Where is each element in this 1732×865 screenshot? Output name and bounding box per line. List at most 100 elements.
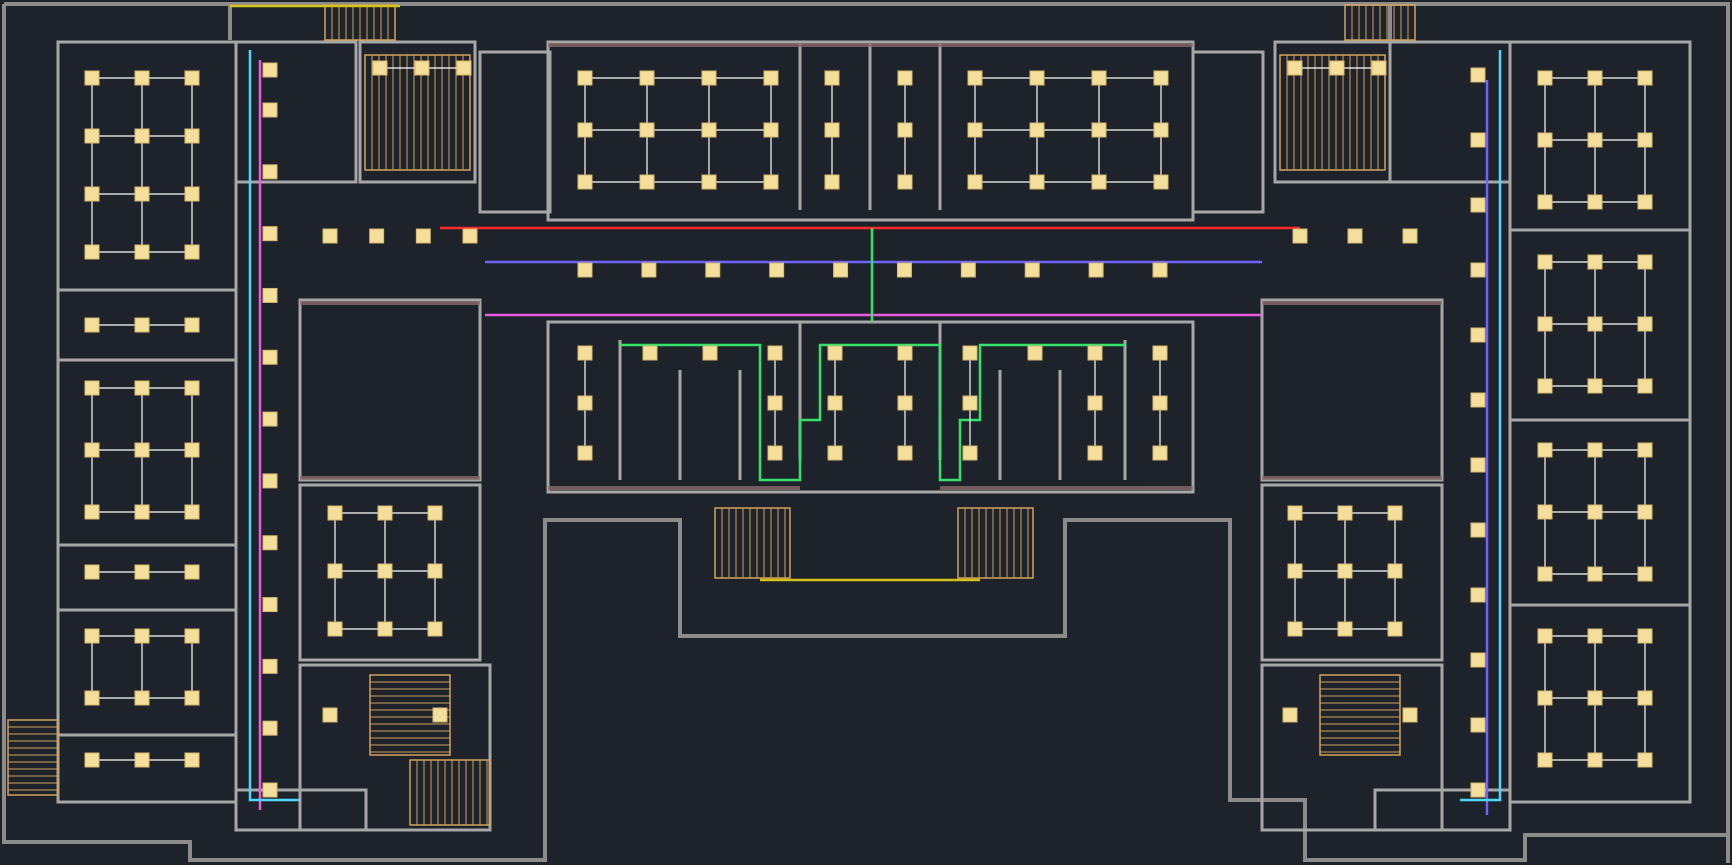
light-fixture-icon: [1287, 505, 1303, 521]
light-fixture-icon: [134, 628, 150, 644]
light-fixture-icon: [415, 228, 431, 244]
light-fixture-icon: [1537, 752, 1553, 768]
stair-outline: [364, 54, 471, 171]
light-fixture-icon: [1152, 345, 1168, 361]
light-fixture-icon: [967, 122, 983, 138]
light-fixture-icon: [262, 411, 278, 427]
light-fixture-icon: [1537, 254, 1553, 270]
light-fixture-icon: [134, 186, 150, 202]
light-fixture-icon: [1470, 392, 1486, 408]
light-fixture-icon: [701, 122, 717, 138]
light-fixture-icon: [84, 504, 100, 520]
light-fixture-icon: [462, 228, 478, 244]
light-fixture-icon: [577, 70, 593, 86]
light-fixture-icon: [84, 442, 100, 458]
stair-outline: [369, 674, 451, 756]
light-fixture-icon: [184, 564, 200, 580]
light-fixture-icon: [1470, 67, 1486, 83]
light-fixture-icon: [84, 690, 100, 706]
light-fixture-icon: [824, 174, 840, 190]
light-fixture-icon: [134, 70, 150, 86]
light-fixture-icon: [577, 445, 593, 461]
light-fixture-icon: [184, 186, 200, 202]
light-fixture-icon: [84, 186, 100, 202]
light-fixture-icon: [1287, 563, 1303, 579]
light-fixture-icon: [701, 174, 717, 190]
light-fixture-icon: [1402, 707, 1418, 723]
light-fixture-icon: [1153, 70, 1169, 86]
light-fixture-icon: [1637, 378, 1653, 394]
light-fixture-icon: [1637, 442, 1653, 458]
light-fixture-icon: [262, 782, 278, 798]
light-fixture-icon: [1537, 316, 1553, 332]
light-fixture-icon: [427, 621, 443, 637]
light-fixture-icon: [262, 287, 278, 303]
light-fixture-icon: [767, 395, 783, 411]
light-fixture-icon: [134, 317, 150, 333]
light-fixture-icon: [1153, 174, 1169, 190]
light-fixture-icon: [897, 70, 913, 86]
light-fixture-icon: [1152, 445, 1168, 461]
light-fixture-icon: [184, 752, 200, 768]
light-fixture-icon: [769, 262, 785, 278]
stair-outline: [957, 507, 1034, 579]
light-fixture-icon: [767, 345, 783, 361]
light-fixture-icon: [639, 122, 655, 138]
light-fixture-icon: [134, 244, 150, 260]
light-fixture-icon: [262, 349, 278, 365]
light-fixture-icon: [642, 345, 658, 361]
light-fixture-icon: [1027, 345, 1043, 361]
fixture-wiring: [91, 67, 1646, 761]
light-fixture-icon: [184, 380, 200, 396]
light-fixture-icon: [967, 174, 983, 190]
light-fixture-icon: [134, 504, 150, 520]
light-fixture-icon: [639, 174, 655, 190]
light-fixture-icon: [1537, 504, 1553, 520]
light-fixture-icon: [1637, 132, 1653, 148]
light-fixture-icon: [262, 535, 278, 551]
light-fixture-icon: [84, 128, 100, 144]
light-fixture-icon: [1337, 621, 1353, 637]
light-fixture-icon: [962, 395, 978, 411]
light-fixture-icon: [1287, 621, 1303, 637]
light-fixture-icon: [1637, 752, 1653, 768]
light-fixture-icon: [1029, 174, 1045, 190]
light-fixture-icon: [184, 504, 200, 520]
light-fixture-icon: [322, 707, 338, 723]
light-fixture-icon: [377, 621, 393, 637]
light-fixture-icon: [833, 262, 849, 278]
light-fixture-icon: [967, 70, 983, 86]
light-fixture-icon: [824, 122, 840, 138]
light-fixture-icon: [1587, 378, 1603, 394]
light-fixture-icon: [369, 228, 385, 244]
light-fixture-icon: [1637, 566, 1653, 582]
light-fixture-icon: [184, 628, 200, 644]
light-fixture-icon: [1470, 262, 1486, 278]
light-fixture-icon: [763, 70, 779, 86]
light-fixture-icon: [1087, 395, 1103, 411]
light-fixture-icon: [262, 102, 278, 118]
light-fixture-icon: [641, 262, 657, 278]
light-fixture-icon: [1587, 690, 1603, 706]
light-fixture-icon: [1024, 262, 1040, 278]
light-fixture-icon: [1292, 228, 1308, 244]
light-fixture-icon: [577, 395, 593, 411]
light-fixture-icon: [1152, 262, 1168, 278]
light-fixture-icon: [1587, 254, 1603, 270]
light-fixture-icon: [184, 244, 200, 260]
light-fixture-icon: [322, 228, 338, 244]
light-fixture-icon: [262, 658, 278, 674]
light-fixture-icon: [327, 505, 343, 521]
light-fixture-icon: [262, 226, 278, 242]
light-fixture-icon: [1091, 174, 1107, 190]
light-fixture-icon: [1029, 70, 1045, 86]
light-fixture-icon: [1587, 70, 1603, 86]
light-fixture-icon: [84, 628, 100, 644]
light-fixture-icon: [962, 345, 978, 361]
light-fixture-icon: [134, 380, 150, 396]
light-fixture-icon: [1337, 563, 1353, 579]
light-fixture-icon: [763, 122, 779, 138]
light-fixture-icon: [1470, 327, 1486, 343]
light-fixture-icon: [134, 564, 150, 580]
